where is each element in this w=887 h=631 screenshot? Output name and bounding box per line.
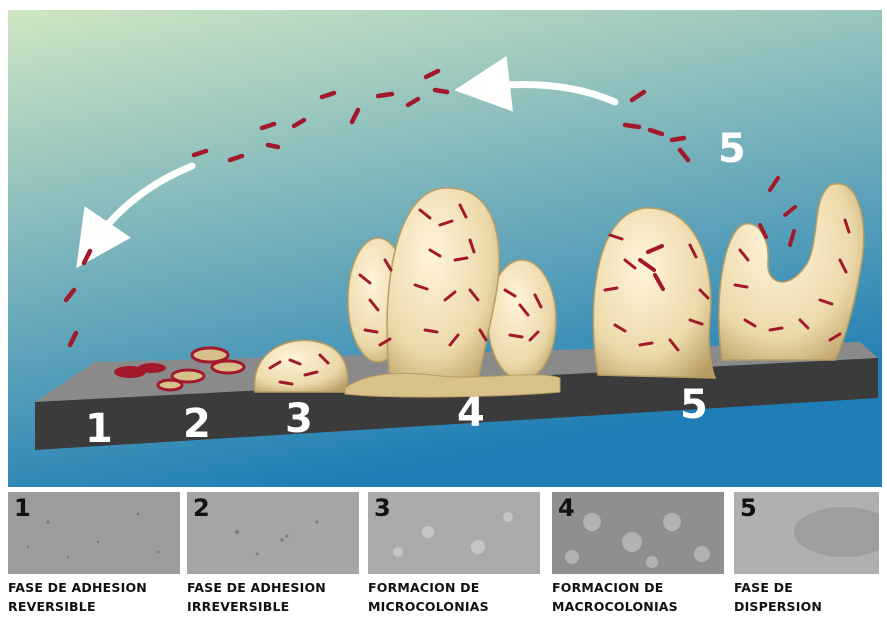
floating-step-number: 5 bbox=[718, 126, 746, 172]
micrograph-image-4 bbox=[552, 492, 724, 574]
micrograph-image-3 bbox=[368, 492, 540, 574]
biofilm-scene: 5 1 2 3 4 5 bbox=[0, 0, 887, 487]
caption-line: REVERSIBLE bbox=[8, 597, 190, 616]
micrograph-caption-1: FASE DE ADHESION REVERSIBLE bbox=[8, 578, 190, 616]
caption-line: FASE DE bbox=[734, 578, 884, 597]
micrograph-panel-2: 2 FASE DE ADHESION IRREVERSIBLE bbox=[187, 492, 359, 631]
micrograph-number-2: 2 bbox=[193, 496, 210, 520]
stage-number-2: 2 bbox=[183, 401, 211, 447]
micrograph-caption-5: FASE DE DISPERSION bbox=[734, 578, 884, 616]
caption-line: FASE DE ADHESION bbox=[8, 578, 190, 597]
micrograph-caption-2: FASE DE ADHESION IRREVERSIBLE bbox=[187, 578, 369, 616]
caption-line: IRREVERSIBLE bbox=[187, 597, 369, 616]
stage-number-4: 4 bbox=[457, 390, 485, 436]
stage-number-1: 1 bbox=[85, 406, 113, 452]
caption-line: MICROCOLONIAS bbox=[368, 597, 550, 616]
stage-number-3: 3 bbox=[285, 396, 313, 442]
micrograph-image-1 bbox=[8, 492, 180, 574]
micrograph-caption-4: FORMACION DE MACROCOLONIAS bbox=[552, 578, 734, 616]
micrograph-image-2 bbox=[187, 492, 359, 574]
micrograph-number-3: 3 bbox=[374, 496, 391, 520]
caption-line: DISPERSION bbox=[734, 597, 884, 616]
stage-number-5: 5 bbox=[680, 382, 708, 428]
caption-line: FORMACION DE bbox=[368, 578, 550, 597]
micrograph-panel-5: 5 FASE DE DISPERSION bbox=[734, 492, 887, 631]
micrograph-panel-4: 4 FORMACION DE MACROCOLONIAS bbox=[552, 492, 724, 631]
micrograph-row: 1 FASE DE ADHESION REVERSIBLE 2 FASE DE … bbox=[0, 492, 887, 631]
micrograph-number-4: 4 bbox=[558, 496, 575, 520]
caption-line: FORMACION DE bbox=[552, 578, 734, 597]
micrograph-panel-3: 3 FORMACION DE MICROCOLONIAS bbox=[368, 492, 540, 631]
micrograph-number-5: 5 bbox=[740, 496, 757, 520]
caption-line: FASE DE ADHESION bbox=[187, 578, 369, 597]
micrograph-panel-1: 1 FASE DE ADHESION REVERSIBLE bbox=[8, 492, 180, 631]
caption-line: MACROCOLONIAS bbox=[552, 597, 734, 616]
micrograph-number-1: 1 bbox=[14, 496, 31, 520]
micrograph-caption-3: FORMACION DE MICROCOLONIAS bbox=[368, 578, 550, 616]
